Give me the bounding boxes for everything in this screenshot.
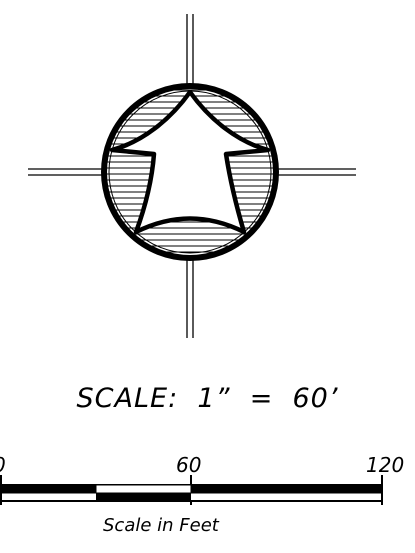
north-arrow-icon [28, 14, 356, 338]
scale-tick-label: 60 [176, 453, 202, 477]
arrow-shape [109, 89, 271, 235]
scale-segment-white [95, 484, 192, 494]
scale-tick-label: 120 [366, 453, 405, 477]
crosshair-lines [28, 14, 356, 338]
scale-units-label: Scale in Feet [103, 515, 219, 536]
compass-ring [101, 83, 279, 261]
scale-tick-label: 0 [0, 455, 6, 475]
scale-title: SCALE: 1” = 60’ [76, 383, 339, 414]
scale-segment-black [1, 485, 96, 493]
scale-bar [0, 475, 383, 505]
scale-segment-black [96, 493, 191, 501]
compass-ring-inner [108, 90, 272, 254]
scale-segment-black [191, 485, 382, 493]
